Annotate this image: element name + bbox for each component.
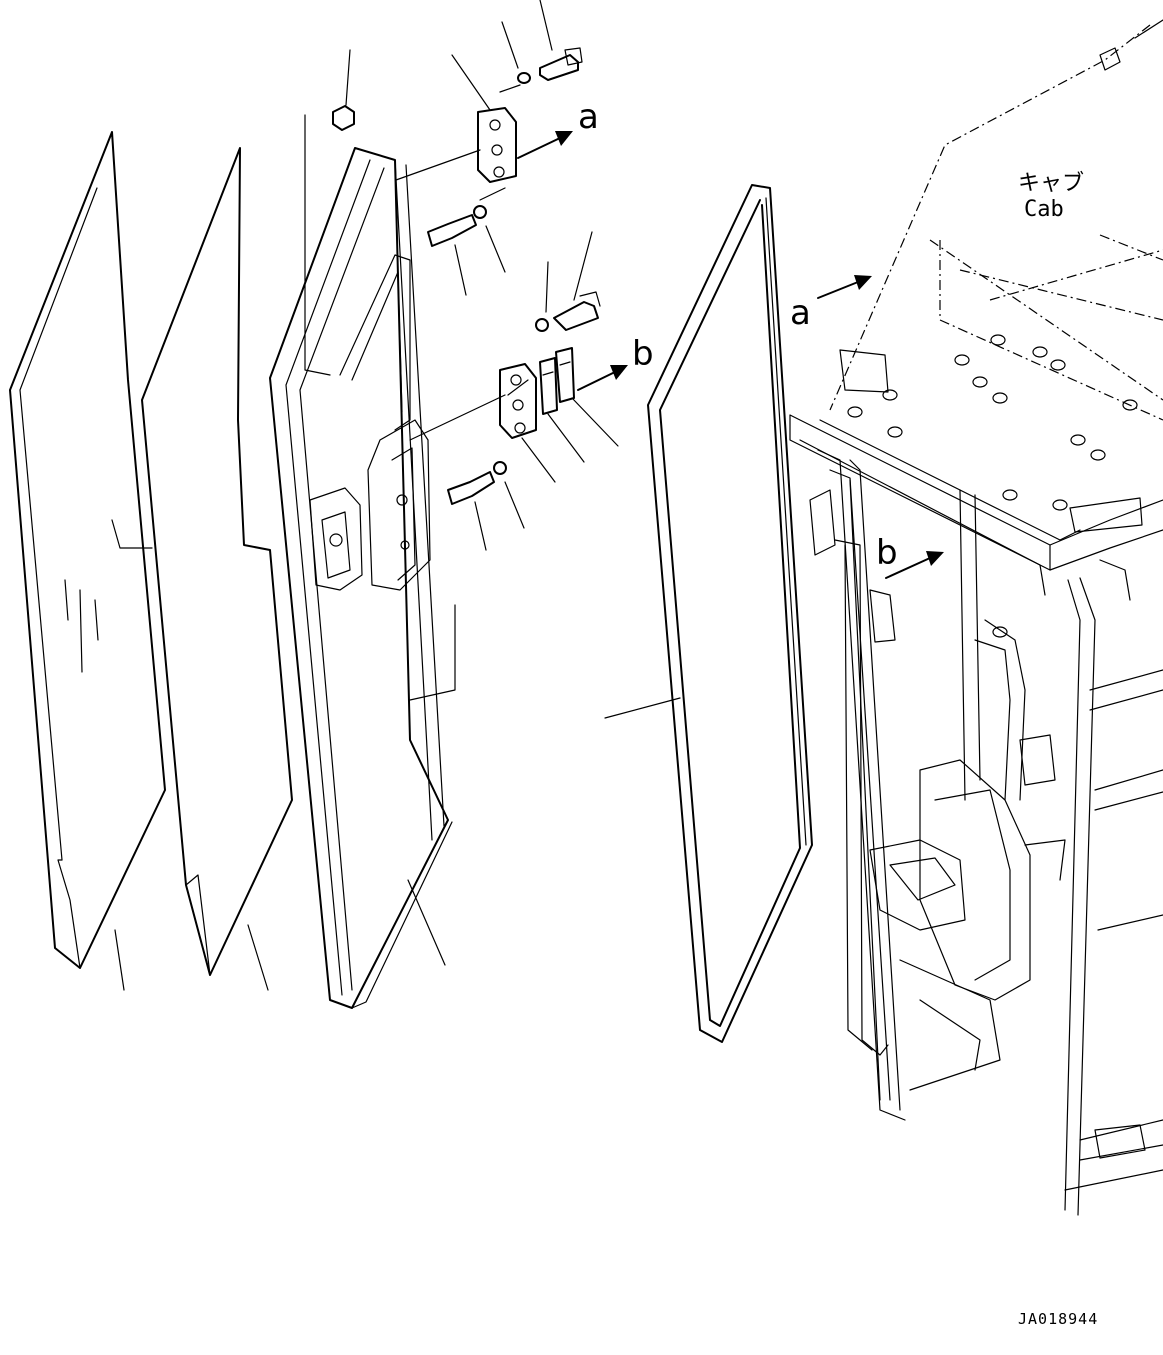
cab-structure bbox=[789, 19, 1163, 1216]
glass-pane-outer bbox=[9, 131, 166, 991]
weather-strip-seal bbox=[604, 184, 813, 1043]
arrow-label-b: b bbox=[632, 334, 654, 374]
arrow-label-a: a bbox=[578, 97, 599, 137]
hinge-lower bbox=[447, 231, 628, 551]
roof-bolt-bosses bbox=[847, 334, 1138, 638]
cab-label-jp: キャブ bbox=[1018, 171, 1084, 196]
cab-label-en: Cab bbox=[1024, 197, 1064, 222]
cab-arrow-b bbox=[885, 551, 944, 579]
cab-arrow-label-b: b bbox=[876, 533, 898, 573]
figure-id: JA018944 bbox=[1018, 1310, 1098, 1328]
hinge-upper bbox=[427, 0, 583, 296]
cab-arrow-a bbox=[817, 275, 872, 299]
cab-arrow-label-a: a bbox=[790, 293, 811, 333]
seal-sheet bbox=[141, 147, 293, 991]
window-frame bbox=[269, 114, 506, 1009]
bumper-stop bbox=[332, 49, 355, 131]
